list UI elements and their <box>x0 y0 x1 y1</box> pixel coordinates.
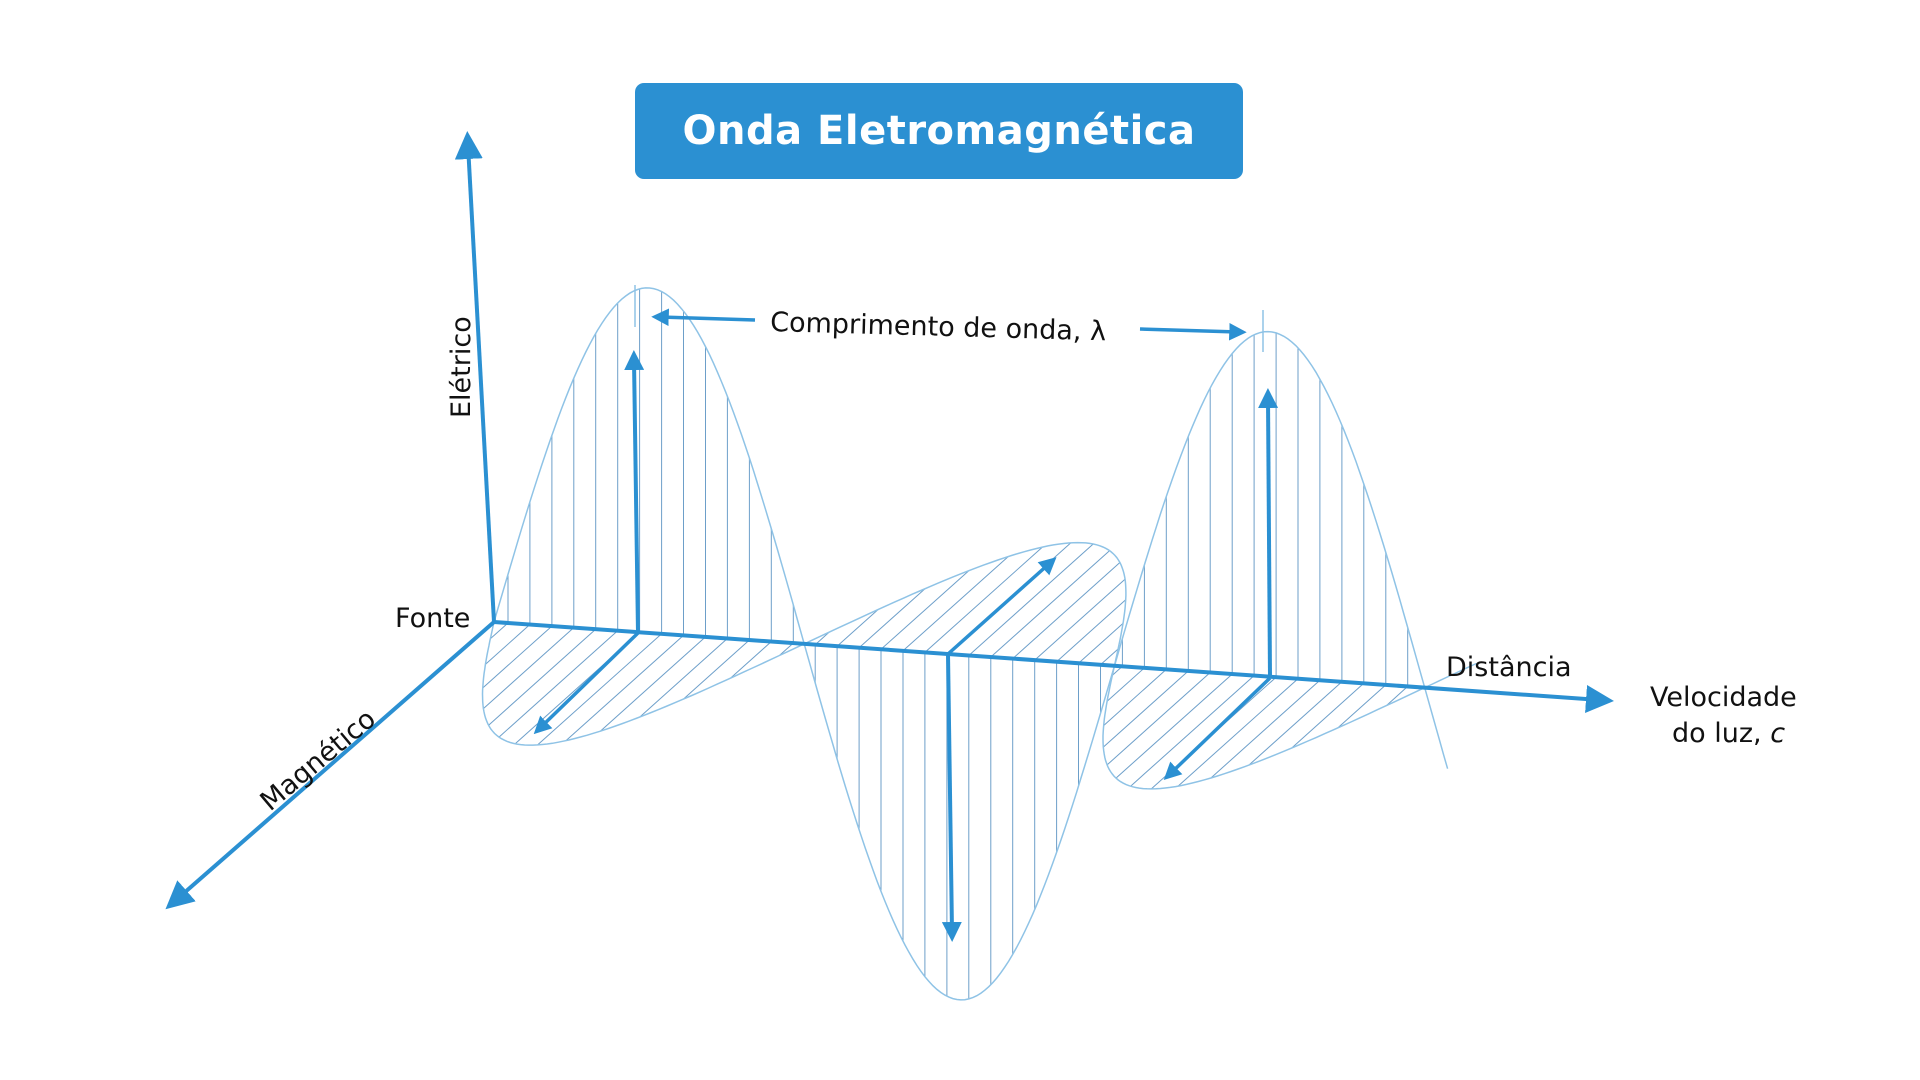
electric-wave-curve <box>493 287 1449 1001</box>
velocity-label-line2: do luz, c <box>1672 718 1785 749</box>
magnetic-vector-2 <box>946 557 1057 656</box>
magnetic-hatch-line <box>565 635 684 741</box>
magnetic-hatch-line <box>483 627 575 709</box>
propagation-axis <box>493 620 1614 713</box>
magnetic-hatch-line <box>836 609 879 647</box>
magnetic-hatch-line <box>924 546 1043 653</box>
magnetic-hatch-line <box>1386 686 1409 706</box>
magnetic-hatch-line <box>485 624 531 665</box>
magnetic-hatch-line <box>990 550 1110 658</box>
magnetic-hatch-line <box>1210 679 1321 779</box>
wavelength-label: Comprimento de onda, λ <box>770 307 1107 347</box>
magnetic-hatch-line <box>1115 673 1233 779</box>
velocity-symbol: c <box>1770 718 1785 749</box>
wavelength-text: Comprimento de onda, <box>770 307 1091 347</box>
distance-label: Distância <box>1446 652 1572 683</box>
wavelength-arrow-right <box>1139 322 1247 341</box>
magnetic-wave-curve <box>481 541 1477 790</box>
magnetic-hatch-line <box>1056 599 1127 663</box>
magnetic-axis <box>165 620 496 910</box>
magnetic-hatch-line <box>639 638 728 718</box>
magnetic-hatch-line <box>730 641 772 679</box>
magnetic-hatch-line <box>498 630 619 738</box>
magnetic-hatch-line <box>1106 672 1211 766</box>
electric-axis <box>454 131 496 623</box>
velocity-label-line1: Velocidade <box>1650 682 1797 713</box>
magnetic-hatch-line <box>1177 678 1299 787</box>
magnetic-hatch-line <box>968 543 1094 656</box>
magnetic-hatch-line <box>488 628 597 726</box>
magnetic-hatch-line <box>482 625 553 689</box>
wavelength-symbol: λ <box>1090 316 1107 347</box>
velocity-text: do luz, <box>1672 718 1770 749</box>
magnetic-hatch-line <box>1248 681 1343 766</box>
magnetic-hatch-line <box>902 556 1009 652</box>
magnetic-hatch-line <box>1100 648 1119 666</box>
magnetic-axis-label: Magnético <box>255 704 382 818</box>
magnetic-hatch-line <box>814 631 830 646</box>
wavelength-arrow-left <box>651 308 756 327</box>
source-label: Fonte <box>395 603 470 634</box>
magnetic-hatch-line <box>1106 667 1145 702</box>
magnetic-hatch-line <box>1012 562 1121 659</box>
magnetic-vector-1 <box>533 631 640 735</box>
magnetic-hatch-line <box>1103 669 1167 726</box>
magnetic-hatch-line <box>683 639 750 700</box>
diagram-title: Onda Eletromagnética <box>682 108 1196 154</box>
magnetic-hatch-line <box>1291 682 1365 749</box>
wave-outlines <box>481 287 1477 1001</box>
magnetic-hatch-line <box>858 588 926 649</box>
electric-axis-label: Elétrico <box>446 316 477 418</box>
magnetic-hatch-line <box>1102 670 1189 748</box>
magnetic-hatch-line <box>1337 684 1387 729</box>
magnetic-hatch-line <box>537 633 662 746</box>
title-banner: Onda Eletromagnética <box>635 83 1243 179</box>
magnetic-hatch-line <box>779 642 794 656</box>
electric-vector-2 <box>941 653 962 942</box>
magnetic-hatch-line <box>489 622 509 640</box>
magnetic-vector-3 <box>1163 676 1272 781</box>
electric-vector-1 <box>624 350 645 634</box>
magnetic-hatch-line <box>1078 623 1124 664</box>
electric-vector-3 <box>1258 388 1279 679</box>
magnetic-hatch-line <box>599 636 706 732</box>
magnetic-hatch-line <box>1130 675 1255 787</box>
magnetic-hatch-line <box>880 570 970 650</box>
magnetic-hatch-line <box>1034 578 1126 661</box>
